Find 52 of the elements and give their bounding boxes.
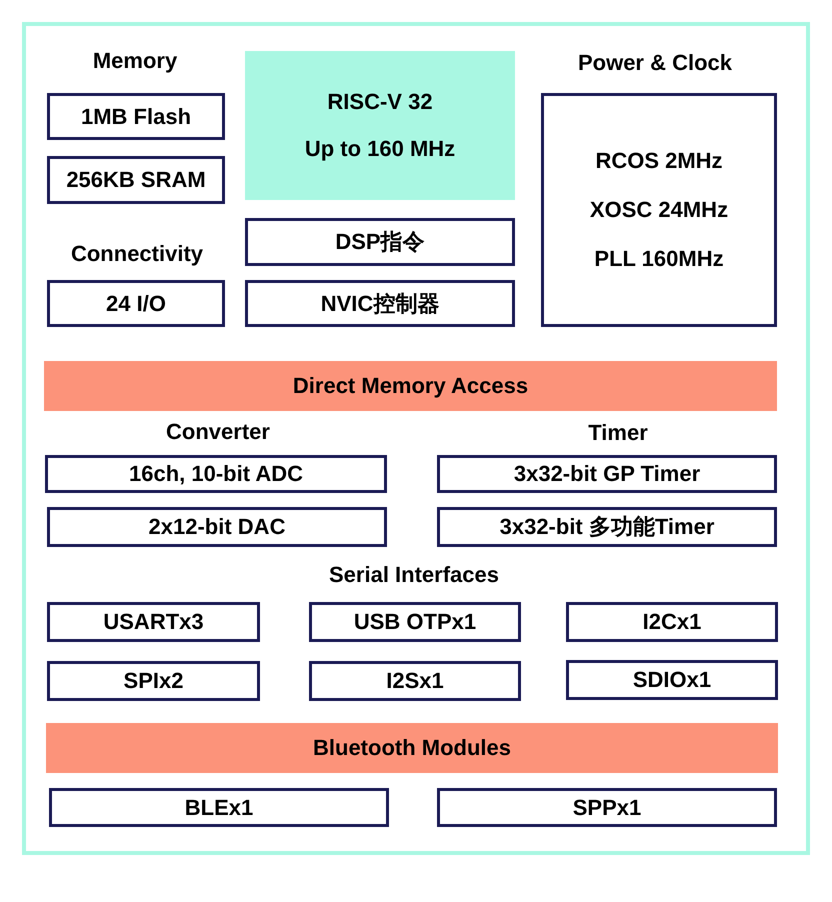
feature-box xyxy=(245,218,515,266)
interface-box xyxy=(309,661,521,701)
interface-box xyxy=(309,602,521,642)
block-label: USARTx3 xyxy=(103,609,204,635)
memory-box xyxy=(47,156,225,204)
feature-box xyxy=(245,280,515,327)
block-label: 16ch, 10-bit ADC xyxy=(128,461,303,487)
group-heading: Connectivity xyxy=(70,241,204,267)
block-label: 24 I/O xyxy=(106,290,166,316)
clock-box xyxy=(541,93,777,327)
block-label: Direct Memory Access xyxy=(292,373,528,399)
block-label: USB OTPx1 xyxy=(354,609,476,635)
cpu-core-block xyxy=(245,51,515,200)
group-heading: Power & Clock xyxy=(578,50,732,76)
block-label: Bluetooth Modules xyxy=(313,735,511,761)
timer-box xyxy=(437,507,777,547)
dma-band xyxy=(44,361,777,411)
block-label: SPIx2 xyxy=(124,668,184,694)
block-label: NVIC控制器 xyxy=(320,290,440,318)
block-label: BLEx1 xyxy=(184,794,254,820)
block-label: 2x12-bit DAC xyxy=(148,514,286,540)
connectivity-box xyxy=(47,280,225,327)
converter-box xyxy=(47,507,387,547)
interface-box xyxy=(566,602,778,642)
group-heading: Converter xyxy=(166,419,270,445)
timer-box xyxy=(437,455,777,493)
block-label: XOSC 24MHz xyxy=(590,196,728,223)
memory-box xyxy=(47,93,225,140)
block-label: PLL 160MHz xyxy=(594,246,724,272)
converter-box xyxy=(45,455,387,493)
block-label: 3x32-bit 多功能Timer xyxy=(500,513,714,541)
block-label: Up to 160 MHz xyxy=(304,136,456,162)
block-label: SDIOx1 xyxy=(632,667,712,693)
group-heading: Serial Interfaces xyxy=(329,562,499,588)
outer-frame xyxy=(22,22,810,855)
interface-box xyxy=(566,660,778,700)
interface-box xyxy=(47,661,260,701)
block-label: RCOS 2MHz xyxy=(595,148,723,174)
block-label: RISC-V 32 xyxy=(327,89,433,116)
group-heading: Timer xyxy=(588,420,648,446)
block-label: 3x32-bit GP Timer xyxy=(514,461,700,487)
bluetooth-box xyxy=(49,788,389,827)
block-label: I2Cx1 xyxy=(642,609,702,635)
interface-box xyxy=(47,602,260,642)
block-label: 1MB Flash xyxy=(80,104,192,130)
block-label: SPPx1 xyxy=(572,794,642,820)
block-label: I2Sx1 xyxy=(386,668,444,694)
bluetooth-box xyxy=(437,788,777,827)
block-label: 256KB SRAM xyxy=(66,167,206,193)
block-label: DSP指令 xyxy=(335,228,425,256)
group-heading: Memory xyxy=(92,48,178,74)
bluetooth-band xyxy=(46,723,778,773)
